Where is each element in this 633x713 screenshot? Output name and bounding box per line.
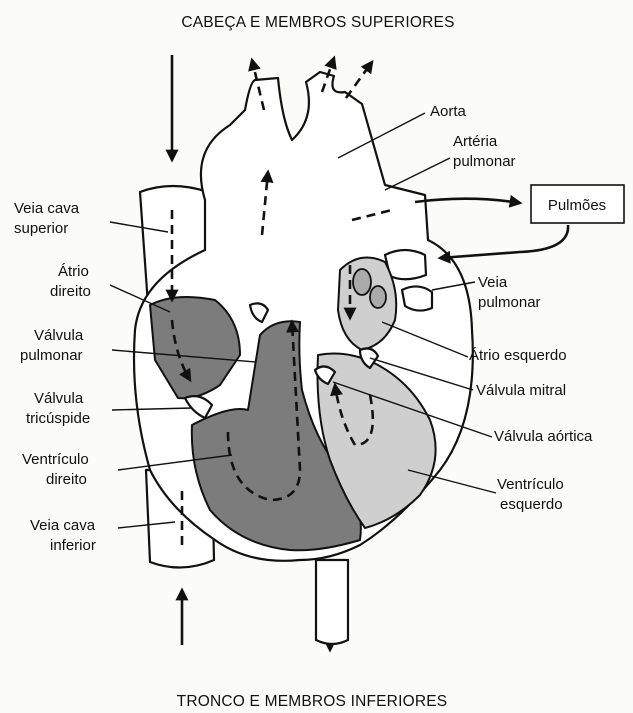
label-vent-esq-2: esquerdo <box>500 496 563 513</box>
label-veia-pulm-1: Veia <box>478 274 508 291</box>
label-valv-pulm-1: Válvula <box>34 327 84 344</box>
label-vent-dir-2: direito <box>46 471 87 488</box>
label-atrio-dir-2: direito <box>50 283 91 300</box>
label-cava-sup-1: Veia cava <box>14 200 80 217</box>
label-aorta: Aorta <box>430 103 467 120</box>
flow-path-head-right <box>346 62 372 98</box>
label-veia-pulm-2: pulmonar <box>478 294 541 311</box>
label-arteria-1: Artéria <box>453 133 498 150</box>
label-cava-sup-2: superior <box>14 220 68 237</box>
label-valv-tric-1: Válvula <box>34 390 84 407</box>
label-atrio-dir-1: Átrio <box>58 263 89 280</box>
label-valv-pulm-2: pulmonar <box>20 347 83 364</box>
label-arteria-2: pulmonar <box>453 153 516 170</box>
pulmonary-vein-opening-2 <box>370 286 386 308</box>
leader-arteria <box>385 158 450 190</box>
label-vent-esq-1: Ventrículo <box>497 476 564 493</box>
arrow-from-lungs <box>440 225 568 258</box>
top-caption: CABEÇA E MEMBROS SUPERIORES <box>181 14 454 31</box>
label-atrio-esq: Átrio esquerdo <box>469 347 567 364</box>
pulmonary-vein-lower <box>402 286 432 310</box>
label-cava-inf-2: inferior <box>50 537 96 554</box>
pulmonary-vein-opening-1 <box>353 269 371 295</box>
arrow-to-lungs <box>415 199 520 203</box>
label-vent-dir-1: Ventrículo <box>22 451 89 468</box>
label-valv-aortica: Válvula aórtica <box>494 428 593 445</box>
label-valv-mitral: Válvula mitral <box>476 382 566 399</box>
label-valv-tric-2: tricúspide <box>26 410 90 427</box>
descending-aorta-shape <box>316 560 348 644</box>
bottom-caption: TRONCO E MEMBROS INFERIORES <box>177 693 448 710</box>
label-cava-inf-1: Veia cava <box>30 517 96 534</box>
lungs-box-label: Pulmões <box>548 197 606 214</box>
